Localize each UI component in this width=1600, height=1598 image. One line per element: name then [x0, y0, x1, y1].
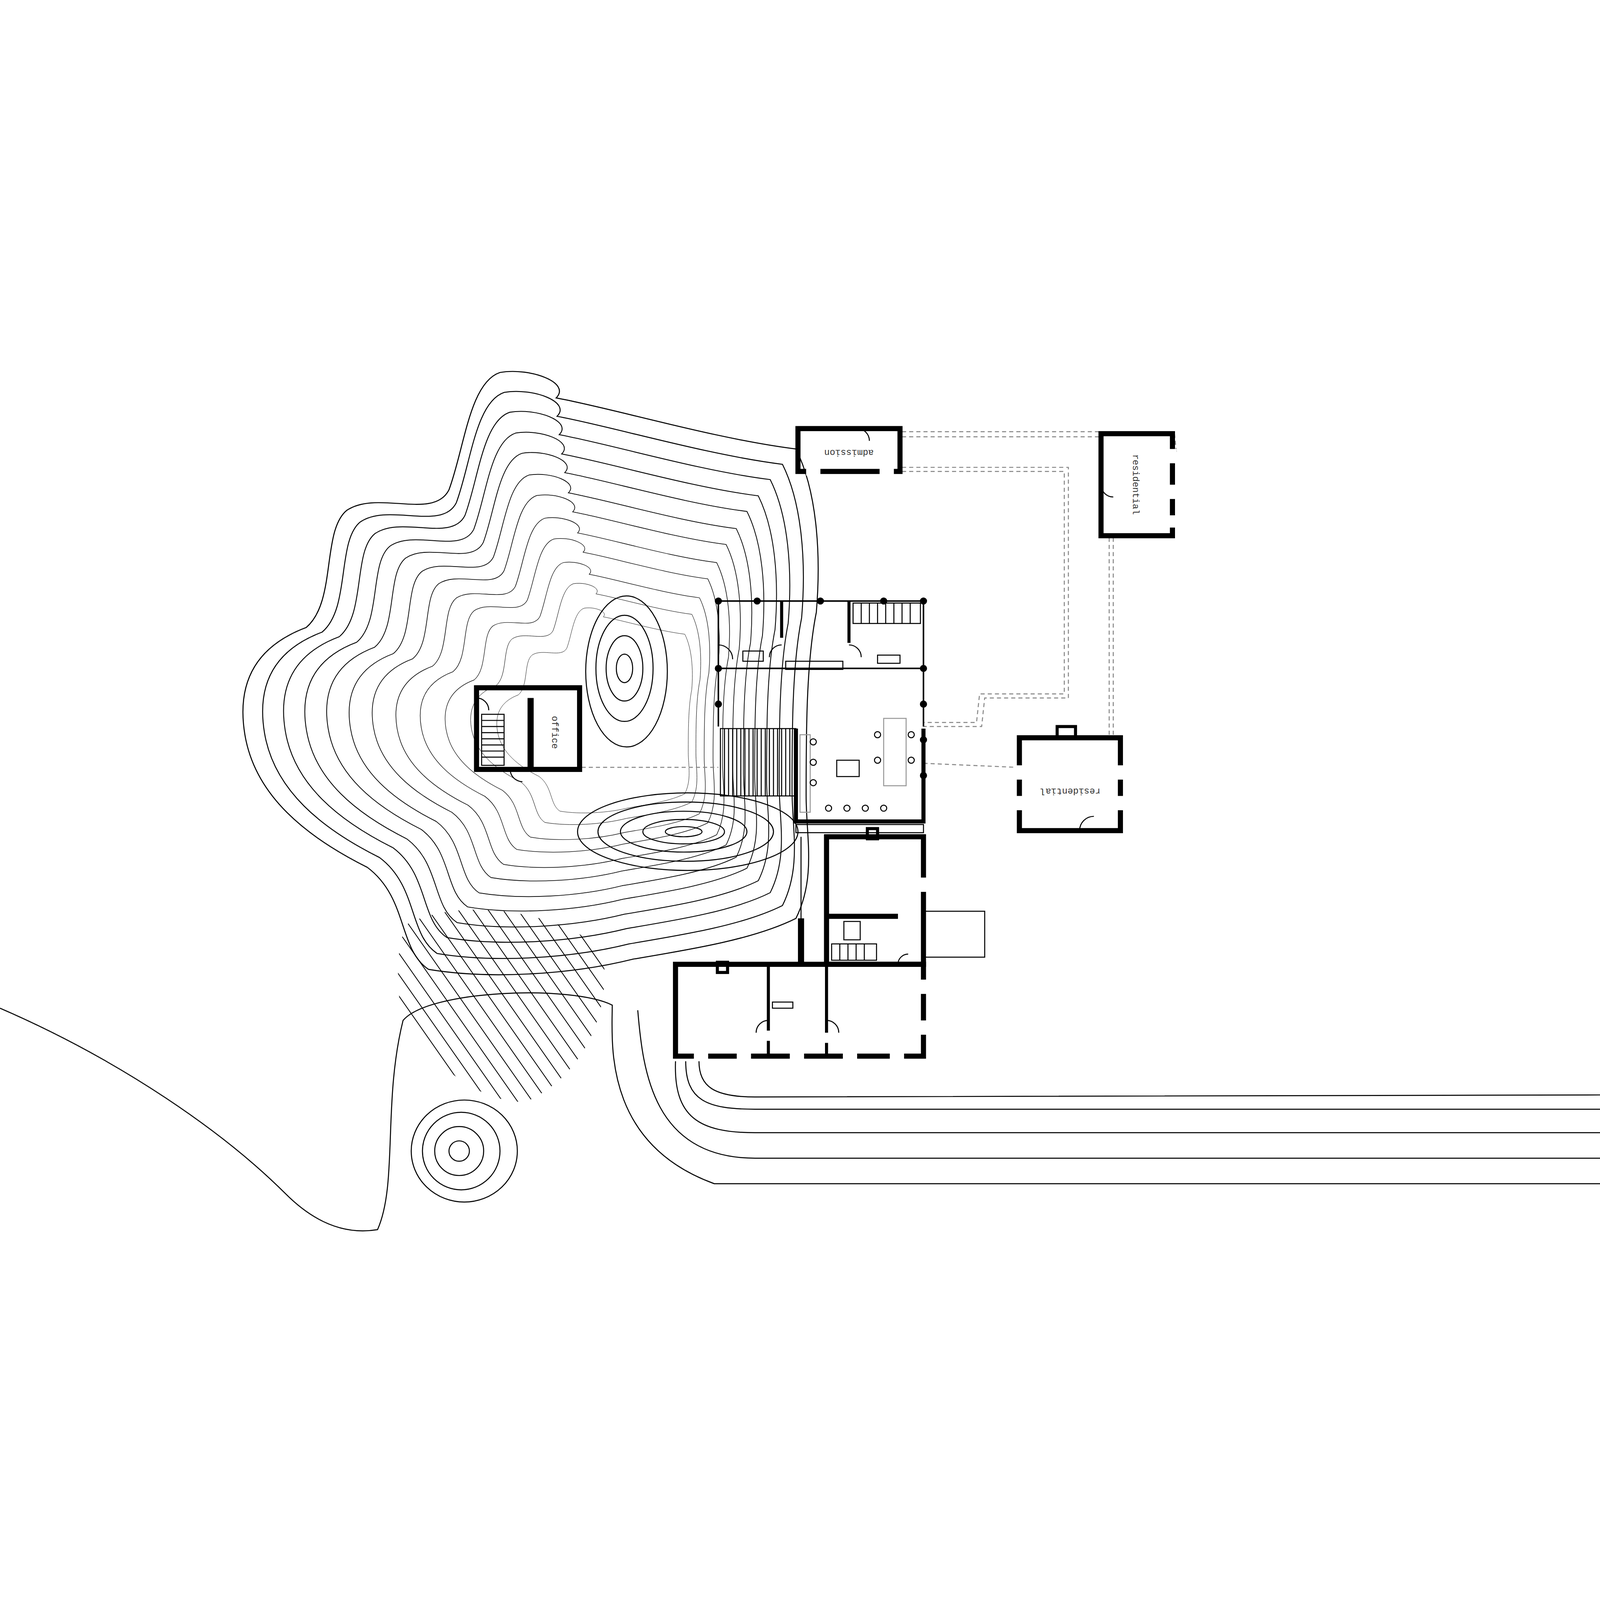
building: admission	[797, 428, 900, 472]
building-label: office	[549, 715, 559, 750]
building: residential	[1100, 433, 1173, 536]
building: office	[476, 687, 580, 770]
building-label: admission	[823, 447, 875, 457]
building-label: residential	[1130, 453, 1140, 516]
building: residential	[1019, 737, 1121, 831]
building-label: residential	[1039, 786, 1102, 796]
